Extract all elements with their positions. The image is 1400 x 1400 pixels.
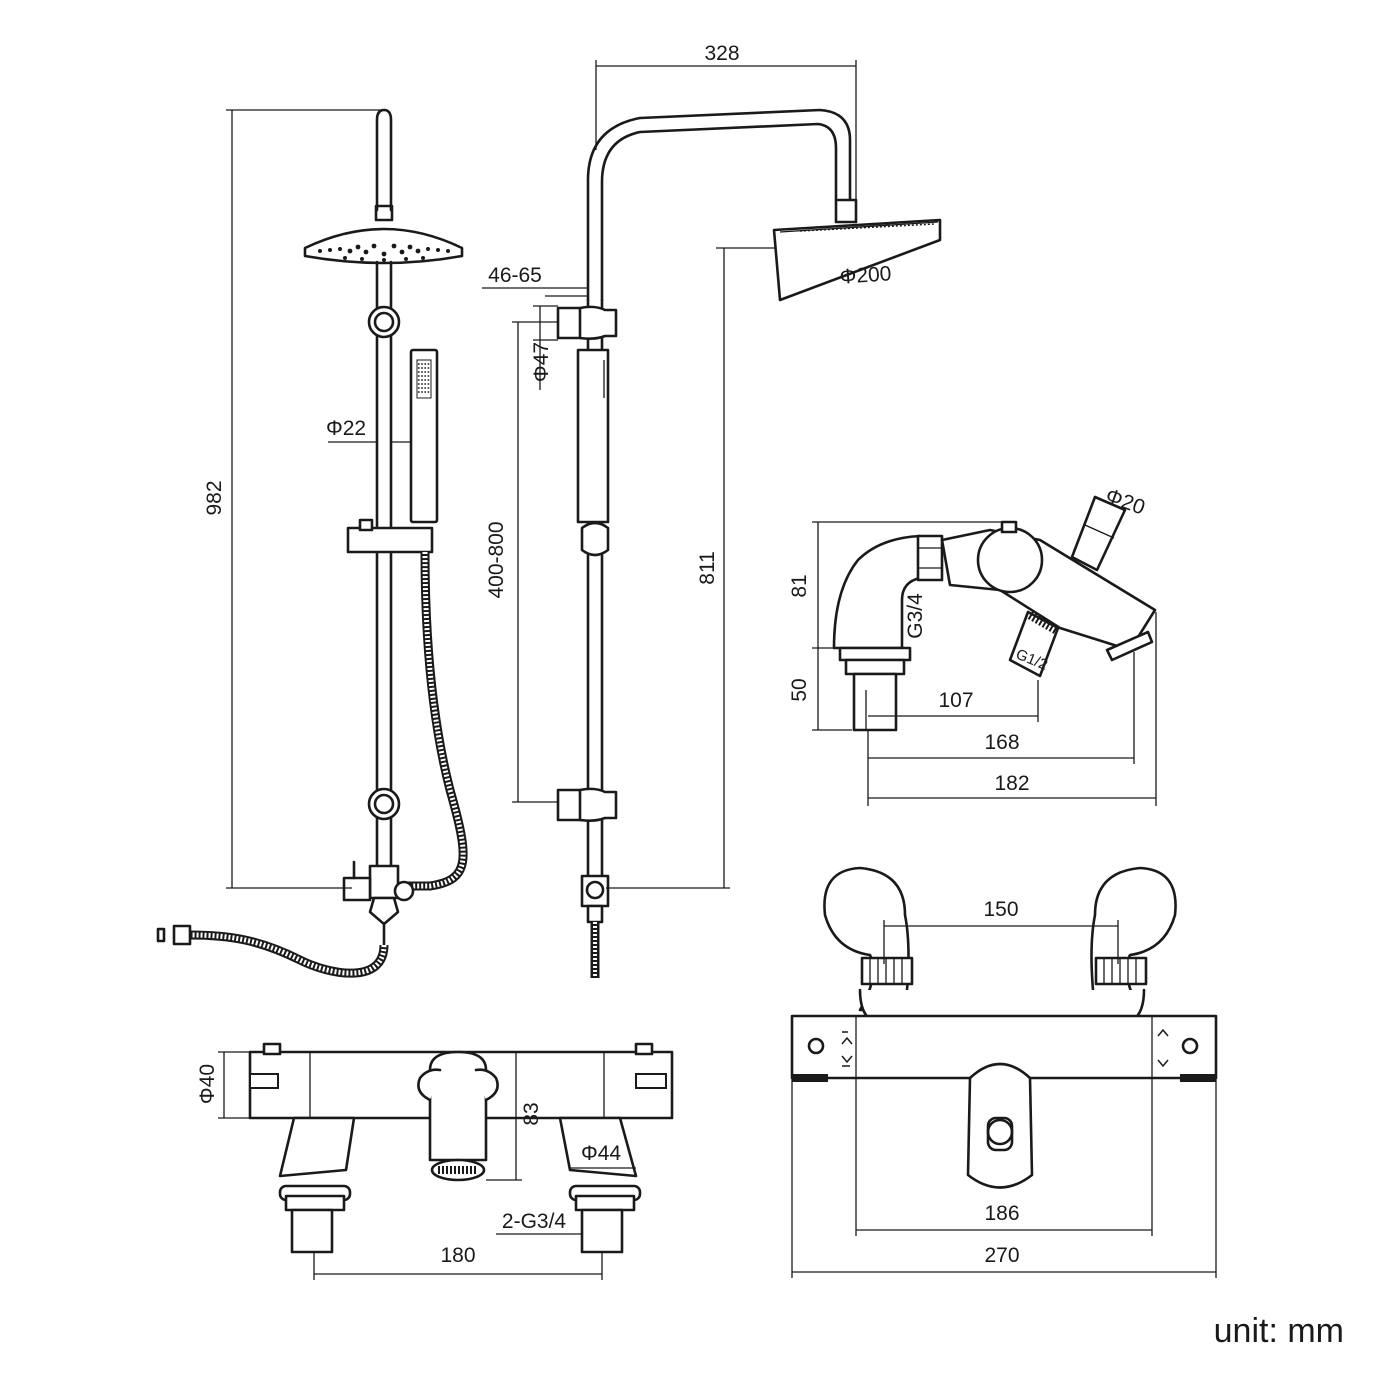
slide-holder	[346, 526, 434, 554]
dim-811: 811	[696, 551, 719, 584]
dim-168: 168	[984, 731, 1019, 754]
unit-label: unit: mm	[1214, 1312, 1344, 1350]
handle-phi20	[1070, 495, 1127, 572]
rain-head-front	[303, 227, 464, 265]
dim-328: 328	[704, 42, 739, 65]
dim-81: 81	[788, 574, 811, 597]
shower-side-view	[556, 108, 942, 978]
spout-front	[428, 1050, 488, 1162]
mixer-front-view	[248, 1042, 674, 1254]
dim-83: 83	[520, 1102, 543, 1125]
diverter	[368, 864, 400, 900]
dims-side-view: 328 46-65 Φ47 400-800 811 Φ200	[482, 42, 892, 889]
dim-182: 182	[994, 772, 1029, 795]
dim-phi200: Φ200	[839, 262, 892, 289]
rain-head-side	[772, 218, 942, 302]
dim-2-g34: 2-G3/4	[502, 1210, 567, 1233]
dim-180: 180	[440, 1244, 475, 1267]
mixer-side-view	[832, 495, 1157, 732]
dim-phi44: Φ44	[581, 1142, 621, 1165]
hose-right	[403, 551, 468, 891]
dim-46-65: 46-65	[488, 264, 542, 287]
shower-front-view	[156, 108, 468, 978]
dim-186: 186	[984, 1202, 1019, 1225]
dim-phi47: Φ47	[530, 342, 553, 382]
dim-107: 107	[938, 689, 973, 712]
thermostat-knob	[976, 526, 1044, 594]
wall-bracket-lower	[367, 787, 401, 821]
dim-270: 270	[984, 1244, 1019, 1267]
dim-982: 982	[203, 480, 226, 515]
head-connector	[374, 204, 394, 222]
dim-phi40: Φ40	[196, 1064, 219, 1104]
dim-400-800: 400-800	[485, 521, 508, 598]
dim-g34-side: G3/4	[904, 593, 927, 639]
dims-front-view: 982 Φ22	[203, 109, 412, 889]
wall-bracket-upper	[367, 305, 401, 339]
dims-mixer-top: 150 186 270	[791, 898, 1217, 1278]
dim-150: 150	[983, 898, 1018, 921]
mixer-top-view	[790, 866, 1218, 1189]
dim-50: 50	[788, 678, 811, 701]
dims-mixer-front: Φ40 83 Φ44 2-G3/4 180	[196, 1051, 636, 1280]
nozzle-dots	[318, 243, 450, 262]
dim-phi22: Φ22	[326, 417, 366, 440]
